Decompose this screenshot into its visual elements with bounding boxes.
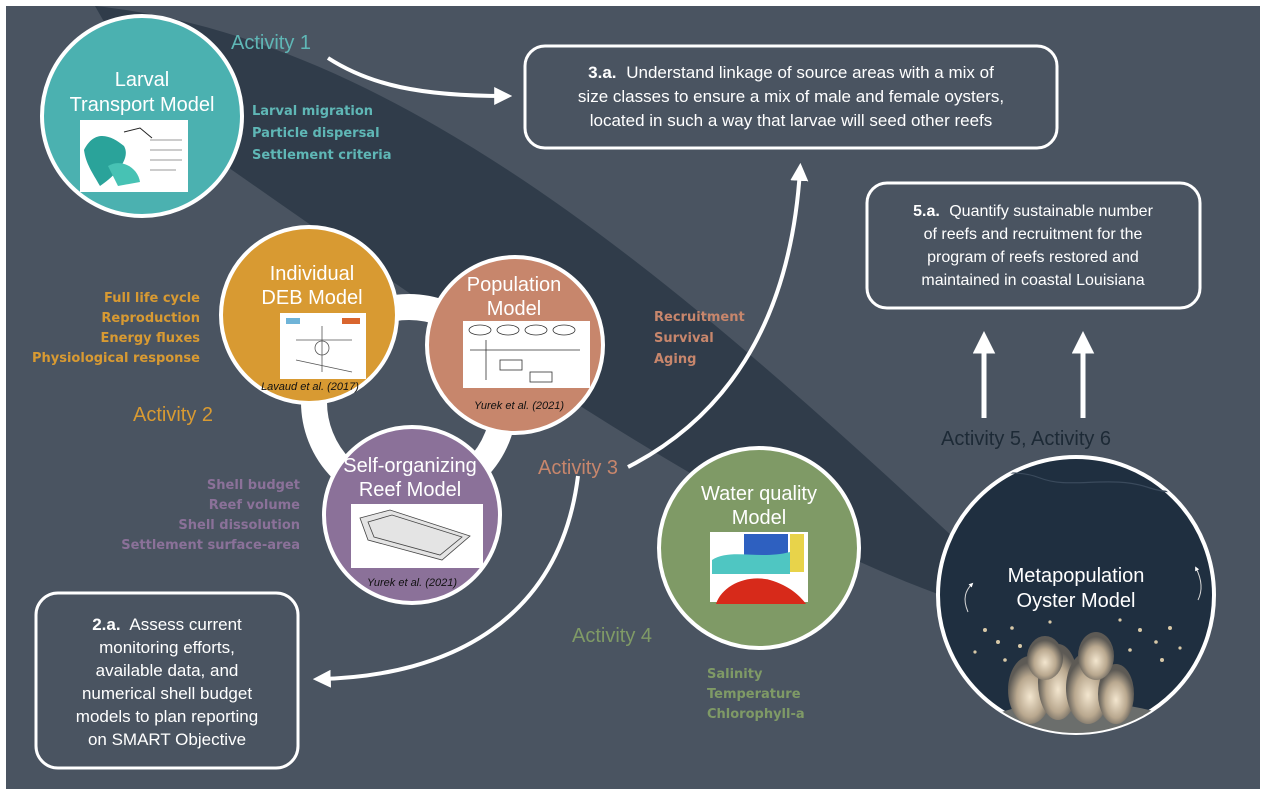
- water-map-thumbnail: [710, 532, 808, 604]
- keyword: Reef volume: [209, 498, 300, 513]
- objective-5a-line4: maintained in coastal Louisiana: [921, 272, 1144, 289]
- activity-1-label: Activity 1: [231, 32, 311, 54]
- keyword: Salinity: [707, 667, 763, 682]
- keyword: Physiological response: [32, 351, 200, 366]
- deb-title-line1: Individual: [270, 263, 355, 285]
- population-diagram-thumbnail: [463, 321, 590, 388]
- objective-2a-line6: on SMART Objective: [88, 730, 246, 749]
- objective-2a-box: 2.a. Assess current monitoring efforts, …: [34, 591, 300, 770]
- keyword: Aging: [654, 352, 696, 367]
- population-keywords: Recruitment Survival Aging: [654, 310, 745, 367]
- keyword: Shell budget: [207, 478, 300, 493]
- population-title-line1: Population: [467, 274, 562, 296]
- keyword: Full life cycle: [104, 291, 200, 306]
- objective-5a-line3: program of reefs restored and: [927, 249, 1139, 266]
- larval-transport-model: Larval Transport Model: [40, 14, 244, 218]
- objective-2a-line5: models to plan reporting: [76, 707, 258, 726]
- objective-5a-label: 5.a.: [913, 203, 940, 220]
- keyword: Temperature: [707, 687, 801, 702]
- reef-diagram-thumbnail: [351, 504, 483, 568]
- svg-text:5.a. Quantify sustainabl: 5.a. Quantify sustainable number: [913, 203, 1153, 220]
- deb-model: Individual DEB Model Lavaud et al. (2017…: [219, 225, 399, 405]
- population-model: Population Model Yurek et al. (2021): [425, 255, 605, 435]
- objective-5a-line2: of reefs and recruitment for the: [924, 226, 1143, 243]
- metapop-title-line2: Oyster Model: [1017, 590, 1136, 612]
- metapop-title-line1: Metapopulation: [1008, 565, 1145, 587]
- larval-title-line2: Transport Model: [70, 94, 215, 116]
- keyword: Settlement surface-area: [121, 538, 300, 553]
- keyword: Settlement criteria: [252, 148, 391, 163]
- objective-3a-box: 3.a. Understand linkage of source areas …: [523, 44, 1059, 150]
- svg-text:3.a. Understand linkage: 3.a. Understand linkage of source areas …: [588, 63, 994, 82]
- arrow-activity3-to-3a: [627, 162, 809, 469]
- keyword: Shell dissolution: [178, 518, 300, 533]
- water-title-line1: Water quality: [701, 483, 817, 505]
- objective-3a-line2: size classes to ensure a mix of male and…: [578, 87, 1004, 106]
- deb-citation: Lavaud et al. (2017): [261, 381, 359, 393]
- deb-title-line2: DEB Model: [261, 287, 362, 309]
- svg-text:2.a. Assess current: 2.a. Assess current: [92, 615, 242, 634]
- objective-2a-line1: Assess current: [129, 615, 242, 634]
- reef-title-line2: Reef Model: [359, 479, 461, 501]
- keyword: Survival: [654, 331, 714, 346]
- oyster-cluster: [1008, 632, 1134, 724]
- diagram-canvas: Larval Transport Model Individual DEB Mo…: [6, 6, 1260, 789]
- activity-5-6-label: Activity 5, Activity 6: [941, 428, 1111, 450]
- arrow-activity1-to-3a: [326, 56, 513, 105]
- larvae-dots: [973, 618, 1182, 662]
- diagram-svg: Larval Transport Model Individual DEB Mo…: [32, 6, 1216, 770]
- water-title-line2: Model: [732, 507, 786, 529]
- keyword: Particle dispersal: [252, 126, 380, 141]
- larval-title-line1: Larval: [115, 69, 169, 91]
- deb-diagram-thumbnail: [280, 313, 366, 379]
- larval-map-thumbnail: [80, 120, 188, 192]
- objective-3a-line3: located in such a way that larvae will s…: [590, 111, 993, 130]
- water-keywords: Salinity Temperature Chlorophyll-a: [707, 667, 805, 722]
- keyword: Energy fluxes: [101, 331, 201, 346]
- larval-keywords: Larval migration Particle dispersal Sett…: [252, 104, 391, 163]
- objective-2a-line4: numerical shell budget: [82, 684, 252, 703]
- objective-2a-label: 2.a.: [92, 615, 120, 634]
- keyword: Larval migration: [252, 104, 373, 119]
- objective-2a-line2: monitoring efforts,: [99, 638, 235, 657]
- reef-keywords: Shell budget Reef volume Shell dissoluti…: [121, 478, 300, 553]
- reef-model: Self-organizing Reef Model Yurek et al. …: [322, 425, 502, 605]
- deb-keywords: Full life cycle Reproduction Energy flux…: [32, 291, 200, 366]
- objective-3a-label: 3.a.: [588, 63, 616, 82]
- water-quality-model: Water quality Model: [657, 446, 861, 650]
- objective-2a-line3: available data, and: [96, 661, 239, 680]
- reef-title-line1: Self-organizing: [343, 455, 476, 477]
- reef-citation: Yurek et al. (2021): [367, 577, 457, 589]
- keyword: Reproduction: [101, 311, 200, 326]
- objective-5a-line1: Quantify sustainable number: [949, 203, 1153, 220]
- keyword: Recruitment: [654, 310, 745, 325]
- keyword: Chlorophyll-a: [707, 707, 805, 722]
- population-citation: Yurek et al. (2021): [474, 400, 564, 412]
- objective-3a-line1: Understand linkage of source areas with …: [626, 63, 994, 82]
- activity-2-label: Activity 2: [133, 404, 213, 426]
- population-title-line2: Model: [487, 298, 541, 320]
- activity-4-label: Activity 4: [572, 625, 652, 647]
- objective-5a-box: 5.a. Quantify sustainable number of reef…: [865, 181, 1202, 310]
- activity-3-label: Activity 3: [538, 457, 618, 479]
- metapopulation-model: Metapopulation Oyster Model: [936, 455, 1216, 735]
- arrow-to-2a: [312, 475, 580, 688]
